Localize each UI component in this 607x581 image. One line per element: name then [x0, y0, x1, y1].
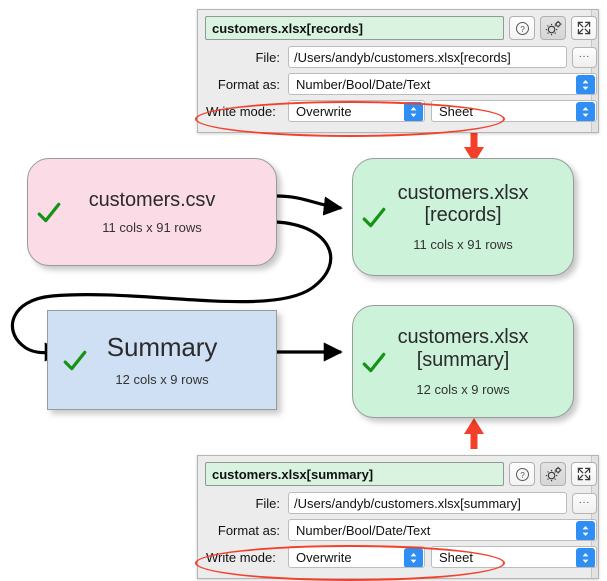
expand-button[interactable]	[571, 462, 597, 486]
stepper-icon[interactable]	[576, 75, 595, 94]
settings-button[interactable]	[540, 462, 566, 486]
check-icon	[37, 202, 61, 223]
write-mode-select[interactable]: Overwrite	[288, 546, 425, 568]
panel-header-row: customers.xlsx[records] ?	[205, 16, 597, 40]
check-icon	[362, 352, 386, 372]
format-select[interactable]: Number/Bool/Date/Text	[288, 519, 597, 541]
item-name-field[interactable]: customers.xlsx[records]	[205, 16, 504, 40]
expand-button[interactable]	[571, 16, 597, 40]
stepper-icon[interactable]	[576, 102, 595, 121]
panel-scroll-edge[interactable]	[591, 456, 598, 578]
node-subtitle: 12 cols x 9 rows	[115, 371, 209, 387]
stepper-icon[interactable]	[404, 548, 423, 567]
node-title: Summary	[106, 332, 218, 363]
file-label: File:	[255, 49, 280, 65]
svg-text:?: ?	[520, 470, 525, 479]
check-icon	[63, 350, 87, 371]
file-row: File: /Users/andyb/customers.xlsx[record…	[205, 46, 597, 68]
question-mark-icon: ?	[515, 467, 529, 481]
gear-icon	[545, 466, 561, 482]
format-row: Format as: Number/Bool/Date/Text	[205, 73, 597, 95]
write-mode-value: Overwrite	[296, 103, 352, 119]
red-arrow-up	[464, 418, 484, 449]
write-mode-row: Write mode: Overwrite Sheet	[205, 100, 597, 122]
records-properties-panel[interactable]: customers.xlsx[records] ?	[197, 9, 599, 133]
file-path-input[interactable]: /Users/andyb/customers.xlsx[records]	[288, 46, 567, 68]
settings-button[interactable]	[540, 16, 566, 40]
panel-scroll-edge[interactable]	[591, 10, 598, 132]
format-label: Format as:	[217, 76, 280, 92]
write-target-select[interactable]: Sheet	[431, 100, 597, 122]
panel-header-row: customers.xlsx[summary] ?	[205, 462, 597, 486]
help-button[interactable]: ?	[509, 16, 535, 40]
node-title-second-line: [summary]	[416, 348, 510, 371]
node-subtitle: 11 cols x 91 rows	[102, 220, 202, 236]
node-customers-xlsx-summary[interactable]: customers.xlsx [summary] 12 cols x 9 row…	[352, 305, 574, 418]
format-row: Format as: Number/Bool/Date/Text	[205, 519, 597, 541]
write-mode-row: Write mode: Overwrite Sheet	[205, 546, 597, 568]
help-button[interactable]: ?	[509, 462, 535, 486]
file-path-input[interactable]: /Users/andyb/customers.xlsx[summary]	[288, 492, 567, 514]
node-title: customers.xlsx	[397, 181, 529, 204]
node-customers-csv[interactable]: customers.csv 11 cols x 91 rows	[27, 158, 277, 266]
node-customers-xlsx-records[interactable]: customers.xlsx [records] 11 cols x 91 ro…	[352, 158, 574, 276]
browse-button[interactable]: ...	[572, 46, 597, 68]
question-mark-icon: ?	[515, 21, 529, 35]
edge-csv-to-records	[275, 194, 343, 216]
node-title-second-line: [records]	[424, 204, 502, 226]
write-mode-label: Write mode:	[206, 549, 276, 565]
format-select[interactable]: Number/Bool/Date/Text	[288, 73, 597, 95]
stepper-icon[interactable]	[404, 102, 423, 121]
svg-text:?: ?	[520, 24, 525, 33]
item-name-field[interactable]: customers.xlsx[summary]	[205, 462, 504, 486]
write-target-select[interactable]: Sheet	[431, 546, 597, 568]
write-mode-select[interactable]: Overwrite	[288, 100, 425, 122]
gear-icon	[545, 20, 561, 36]
file-row: File: /Users/andyb/customers.xlsx[summar…	[205, 492, 597, 514]
write-target-value: Sheet	[439, 103, 473, 119]
write-target-value: Sheet	[439, 549, 473, 565]
stepper-icon[interactable]	[576, 548, 595, 567]
node-title: customers.xlsx	[397, 326, 529, 349]
format-select-value: Number/Bool/Date/Text	[296, 522, 431, 538]
browse-button[interactable]: ...	[572, 492, 597, 514]
format-select-value: Number/Bool/Date/Text	[296, 76, 431, 92]
format-label: Format as:	[217, 522, 280, 538]
check-icon	[362, 207, 386, 228]
node-summary[interactable]: Summary 12 cols x 9 rows	[47, 310, 277, 410]
write-mode-value: Overwrite	[296, 549, 352, 565]
node-subtitle: 11 cols x 91 rows	[413, 237, 513, 253]
file-label: File:	[255, 495, 280, 511]
summary-properties-panel[interactable]: customers.xlsx[summary] ?	[197, 455, 599, 579]
expand-arrows-icon	[577, 467, 591, 481]
stepper-icon[interactable]	[576, 521, 595, 540]
write-mode-label: Write mode:	[206, 103, 276, 119]
expand-arrows-icon	[577, 21, 591, 35]
node-title: customers.csv	[88, 188, 216, 211]
node-subtitle: 12 cols x 9 rows	[416, 381, 510, 397]
